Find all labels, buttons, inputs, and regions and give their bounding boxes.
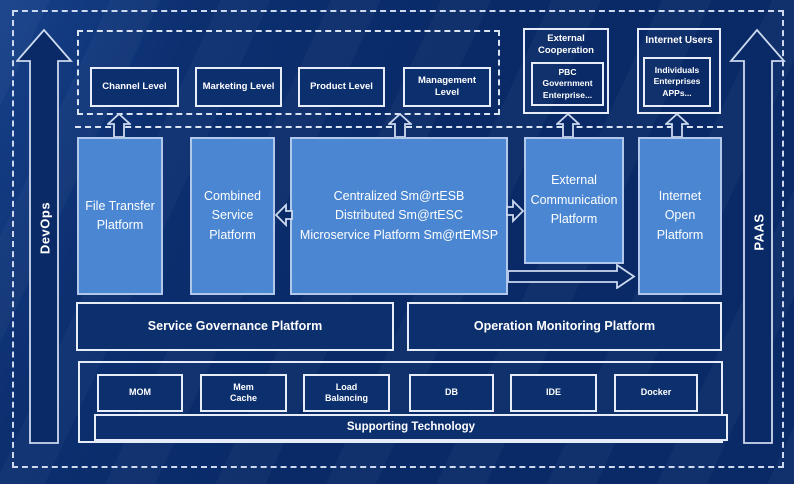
supporting-technology-section (78, 361, 723, 443)
esb-to-management-up-arrow-icon (388, 113, 412, 138)
esb-platform-box: Centralized Sm@rtESB Distributed Sm@rtES… (290, 137, 508, 295)
esb-to-internetopen-long-arrow-icon (508, 263, 636, 289)
internet-users-members-box: Individuals Enterprises APPs... (643, 57, 711, 107)
tech-label-docker: Docker (640, 387, 672, 398)
operation-monitoring-platform-box: Operation Monitoring Platform (407, 302, 722, 351)
external-communication-platform-box: External Communication Platform (524, 137, 624, 264)
tech-label-load-balancing: Load Balancing (324, 381, 368, 403)
service-governance-platform-box: Service Governance Platform (76, 302, 394, 351)
supporting-technology-bar: Supporting Technology (94, 414, 728, 441)
tech-label-db: DB (445, 387, 458, 398)
external-communication-platform-label: External Communication Platform (530, 173, 618, 227)
channel-level-label: Channel Level (102, 81, 167, 93)
combined-service-platform-box: Combined Service Platform (190, 137, 275, 295)
tech-box-ide: IDE (510, 374, 597, 412)
outer-dashed-frame (12, 10, 784, 468)
devops-up-arrow-icon (16, 28, 73, 444)
channel-level-box: Channel Level (90, 67, 179, 107)
external-cooperation-members: PBC Government Enterprise... (542, 66, 593, 100)
internet-users-title: Internet Users (645, 35, 713, 46)
external-cooperation-members-box: PBC Government Enterprise... (531, 62, 604, 106)
esb-platform-label: Centralized Sm@rtESB Distributed Sm@rtES… (299, 188, 499, 242)
combined-service-platform-label: Combined Service Platform (204, 188, 261, 242)
tech-label-mom: MOM (129, 387, 151, 398)
tech-box-mom: MOM (97, 374, 183, 412)
levels-dashed-container (77, 30, 500, 115)
product-level-box: Product Level (298, 67, 385, 107)
supporting-technology-label: Supporting Technology (346, 421, 476, 434)
marketing-level-box: Marketing Level (195, 67, 282, 107)
management-level-label: Management Level (417, 75, 477, 98)
file-transfer-platform-label: File Transfer Platform (85, 198, 155, 232)
internet-open-platform-label: Internet Open Platform (656, 188, 704, 242)
extcomm-to-cooperation-up-arrow-icon (556, 113, 580, 138)
internet-users-box: Internet Users (637, 28, 721, 114)
tech-label-ide: IDE (545, 387, 561, 398)
internet-open-platform-box: Internet Open Platform (638, 137, 722, 295)
internet-users-members: Individuals Enterprises APPs... (653, 64, 701, 98)
tech-box-mem-cache: Mem Cache (200, 374, 287, 412)
file-transfer-to-channel-up-arrow-icon (107, 113, 131, 138)
external-cooperation-box: External Cooperation (523, 28, 609, 114)
paas-up-arrow-icon (729, 28, 786, 444)
file-transfer-platform-box: File Transfer Platform (77, 137, 163, 295)
marketing-level-label: Marketing Level (202, 81, 275, 93)
service-governance-platform-label: Service Governance Platform (147, 318, 323, 333)
tech-box-db: DB (409, 374, 494, 412)
internetopen-to-users-up-arrow-icon (665, 113, 689, 138)
tech-box-docker: Docker (614, 374, 698, 412)
external-cooperation-title: External Cooperation (538, 33, 594, 56)
operation-monitoring-platform-label: Operation Monitoring Platform (473, 318, 656, 333)
esb-to-extcomm-right-arrow-icon (506, 199, 524, 223)
tech-box-load-balancing: Load Balancing (303, 374, 390, 412)
devops-rail-label: DevOps (37, 201, 53, 255)
paas-rail-label: PAAS (751, 213, 767, 251)
tech-label-mem-cache: Mem Cache (229, 381, 257, 403)
esb-to-combined-left-arrow-icon (275, 203, 293, 227)
management-level-box: Management Level (403, 67, 491, 107)
product-level-label: Product Level (310, 81, 373, 93)
